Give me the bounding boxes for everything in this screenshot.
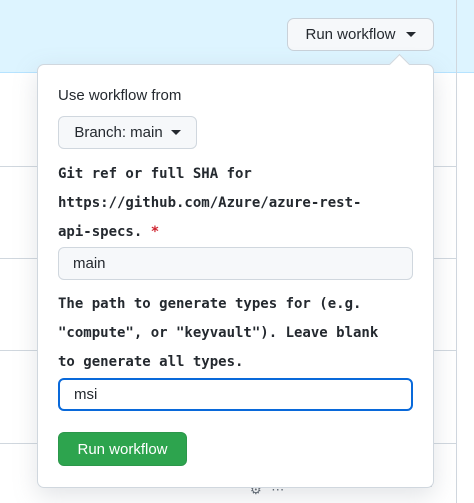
git-ref-input[interactable] xyxy=(58,247,413,280)
run-workflow-submit-button[interactable]: Run workflow xyxy=(58,432,187,466)
run-workflow-label: Run workflow xyxy=(305,26,396,43)
path-label-line3: to generate all types. xyxy=(58,354,244,370)
required-asterisk: * xyxy=(150,224,160,240)
caret-down-icon xyxy=(405,32,416,37)
git-ref-label-line2: https://github.com/Azure/azure-rest- xyxy=(58,195,362,211)
git-ref-label: Git ref or full SHA for https://github.c… xyxy=(58,160,361,247)
use-workflow-from-heading: Use workflow from xyxy=(58,87,182,104)
git-ref-label-line1: Git ref or full SHA for xyxy=(58,166,252,182)
path-label-line1: The path to generate types for (e.g. xyxy=(58,296,362,312)
branch-selector-button[interactable]: Branch: main xyxy=(58,116,197,149)
path-input[interactable] xyxy=(58,378,413,411)
panel-border xyxy=(456,0,457,503)
branch-selector-label: Branch: main xyxy=(74,124,163,141)
run-workflow-dropdown-button[interactable]: Run workflow xyxy=(287,18,434,51)
git-ref-label-line3: api-specs. xyxy=(58,224,143,240)
path-label: The path to generate types for (e.g. "co… xyxy=(58,290,378,377)
caret-down-icon xyxy=(170,130,181,135)
path-label-line2: "compute", or "keyvault"). Leave blank xyxy=(58,325,379,341)
